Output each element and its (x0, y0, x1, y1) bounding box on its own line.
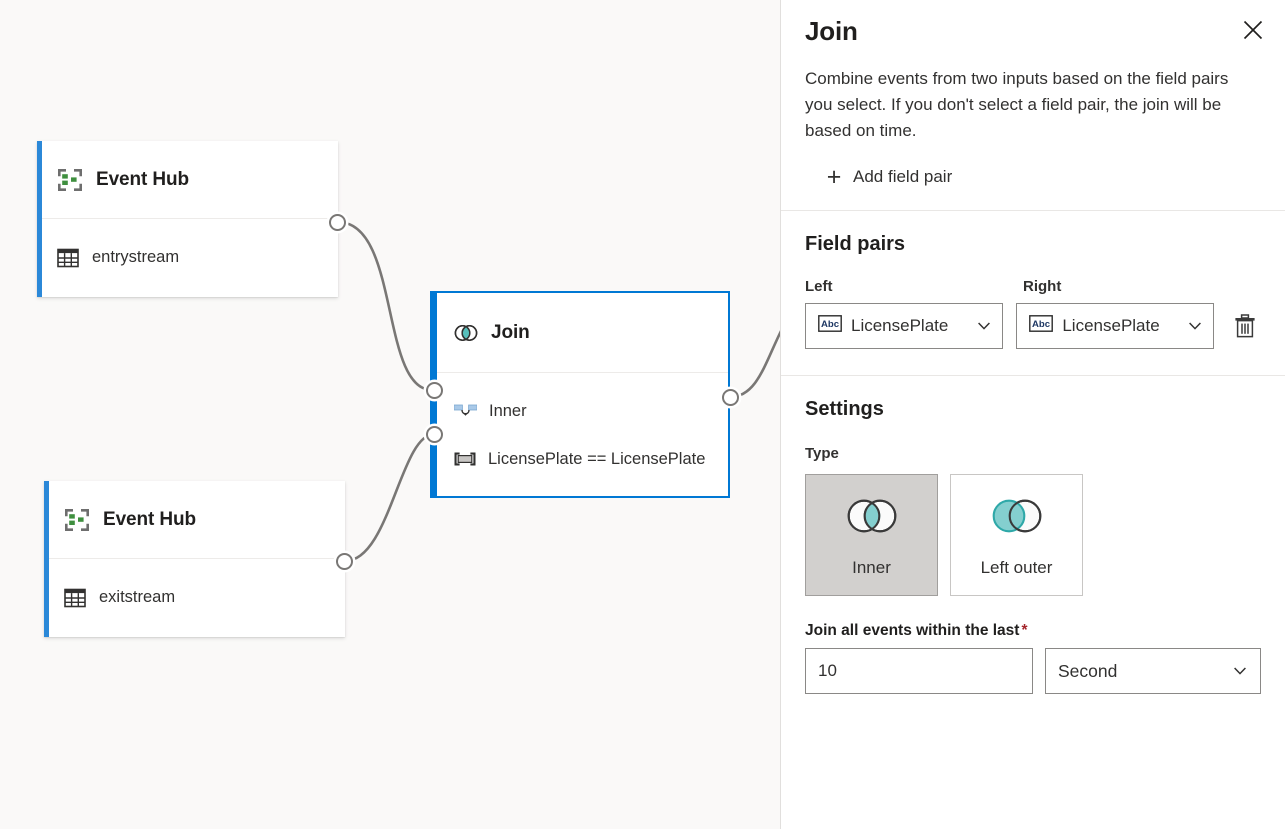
join-row-type: Inner (432, 387, 728, 435)
node-header: Join (432, 293, 728, 373)
table-icon (57, 247, 79, 269)
node-subtitle: exitstream (99, 588, 176, 606)
abc-string-icon: Abc (1029, 315, 1054, 337)
join-type-label: Inner (489, 401, 527, 420)
section-divider-1 (781, 210, 1285, 211)
node-title: Event Hub (96, 168, 190, 190)
right-field-value: LicensePlate (1062, 316, 1160, 335)
node-accent-bar (37, 141, 42, 297)
venn-inner-icon (842, 493, 902, 544)
left-column-label: Left (805, 278, 833, 295)
duration-unit-dropdown[interactable]: Second (1045, 648, 1261, 694)
node-accent-bar (44, 481, 49, 637)
node-title: Join (491, 321, 530, 343)
add-field-pair-button[interactable]: + Add field pair (823, 160, 1261, 194)
port-output-entrystream[interactable] (329, 214, 346, 231)
type-option-left-outer[interactable]: Left outer (950, 474, 1083, 596)
node-eventhub-entry[interactable]: Event Hub entrystream (37, 141, 338, 297)
field-pairs-column-labels: Left Right (805, 278, 1261, 295)
venn-left-outer-icon (987, 493, 1047, 544)
venn-join-icon (454, 324, 478, 342)
field-pair-row: Abc LicensePlate Abc (805, 303, 1261, 349)
abc-string-icon: Abc (818, 315, 842, 337)
join-row-condition: LicensePlate == LicensePlate (432, 435, 728, 483)
port-output-exitstream[interactable] (336, 553, 353, 570)
node-header: Event Hub (44, 481, 345, 559)
duration-input[interactable] (805, 648, 1033, 694)
field-pairs-section: Field pairs Left Right Abc LicensePlate (781, 233, 1285, 349)
node-body: Inner LicensePlate == LicensePlate (432, 387, 728, 483)
settings-title: Settings (805, 398, 884, 420)
type-option-left-outer-label: Left outer (980, 557, 1053, 577)
field-pair-icon (454, 452, 476, 466)
panel-description: Combine events from two inputs based on … (805, 69, 1229, 140)
pipeline-canvas[interactable]: Event Hub entrystream (0, 0, 780, 829)
node-subtitle: entrystream (92, 248, 180, 266)
duration-label-text: Join all events within the last (805, 622, 1020, 639)
node-title: Event Hub (103, 508, 197, 530)
node-body: exitstream (44, 559, 345, 636)
add-field-pair-label: Add field pair (853, 167, 953, 186)
duration-row: Second (805, 648, 1261, 694)
field-pairs-title: Field pairs (805, 233, 906, 255)
panel-title: Join (805, 16, 858, 46)
panel-header: Join Combine events from two inputs base… (781, 0, 1285, 194)
port-output-join[interactable] (722, 389, 739, 406)
node-header: Event Hub (37, 141, 338, 219)
chevron-down-icon (977, 322, 990, 330)
duration-label: Join all events within the last* (805, 622, 1261, 640)
svg-text:Abc: Abc (1032, 319, 1051, 330)
settings-section: Settings Type Inner (781, 398, 1285, 694)
svg-text:Abc: Abc (821, 319, 840, 330)
chevron-down-icon (1234, 667, 1246, 675)
join-condition-label: LicensePlate == LicensePlate (488, 449, 706, 468)
right-field-dropdown[interactable]: Abc LicensePlate (1016, 303, 1215, 349)
port-input-right[interactable] (426, 426, 443, 443)
port-input-left[interactable] (426, 382, 443, 399)
duration-unit-value: Second (1058, 660, 1118, 681)
inner-join-icon (454, 404, 477, 418)
delete-field-pair-button[interactable] (1228, 309, 1261, 343)
trash-icon (1234, 314, 1255, 338)
type-label: Type (805, 445, 839, 462)
left-field-value: LicensePlate (851, 316, 949, 335)
node-join[interactable]: Join Inner (430, 291, 730, 498)
event-hub-icon (64, 508, 90, 532)
type-option-inner-label: Inner (852, 557, 891, 577)
join-type-options: Inner Left outer (805, 474, 1261, 596)
plus-icon: + (826, 162, 842, 191)
section-divider-2 (781, 375, 1285, 376)
join-properties-panel: Join Combine events from two inputs base… (780, 0, 1285, 829)
right-column-label: Right (1023, 278, 1062, 295)
event-hub-icon (57, 168, 83, 192)
node-body: entrystream (37, 219, 338, 296)
table-icon (64, 587, 86, 609)
type-option-inner[interactable]: Inner (805, 474, 938, 596)
node-eventhub-exit[interactable]: Event Hub exitstream (44, 481, 345, 637)
required-marker: * (1021, 622, 1028, 639)
close-icon[interactable] (1235, 12, 1271, 48)
chevron-down-icon (1189, 322, 1202, 330)
left-field-dropdown[interactable]: Abc LicensePlate (805, 303, 1003, 349)
